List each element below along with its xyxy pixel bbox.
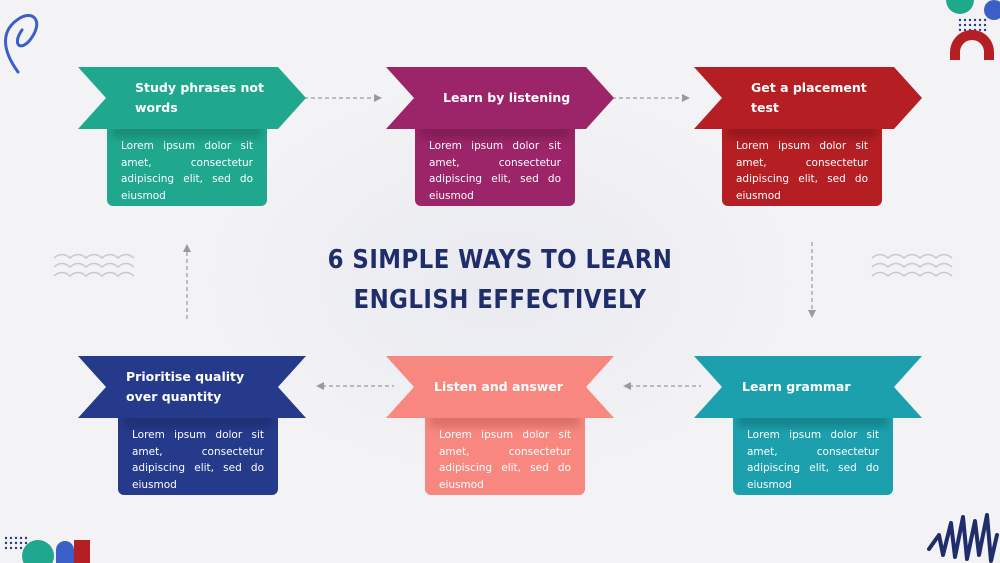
wave-decoration-left: [53, 253, 135, 277]
step-banner-2: Learn by listening: [386, 67, 614, 129]
step-description: Lorem ipsum dolor sit amet, consectetur …: [736, 140, 868, 202]
step-label: Study phrases not words: [135, 80, 264, 115]
title-line-1: 6 SIMPLE WAYS TO LEARN: [327, 245, 673, 275]
squiggle-decoration-top-left: [4, 14, 39, 74]
step-banner-6: Prioritise quality over quantity: [78, 356, 306, 418]
step-label: Learn by listening: [443, 90, 571, 105]
step-banner-1: Study phrases not words: [78, 67, 306, 129]
step-label: Prioritise quality over quantity: [126, 369, 245, 404]
connector-arrow-6-1: [183, 244, 191, 322]
step-card-6: Lorem ipsum dolor sit amet, consectetur …: [118, 405, 278, 495]
step-banner-5: Listen and answer: [386, 356, 614, 418]
connector-arrow-1-2: [304, 94, 382, 102]
step-label: Listen and answer: [434, 379, 563, 394]
title-line-2: ENGLISH EFFECTIVELY: [353, 285, 647, 315]
connector-arrow-2-3: [612, 94, 690, 102]
connector-arrow-5-6: [316, 382, 394, 390]
wave-decoration-right: [871, 253, 953, 277]
shapes-decoration-top-right: [946, 0, 1000, 60]
step-card-3: Lorem ipsum dolor sit amet, consectetur …: [722, 116, 882, 206]
step-description: Lorem ipsum dolor sit amet, consectetur …: [429, 140, 561, 202]
step-description: Lorem ipsum dolor sit amet, consectetur …: [747, 429, 879, 491]
step-card-1: Lorem ipsum dolor sit amet, consectetur …: [107, 116, 267, 206]
connector-arrow-3-4: [808, 242, 816, 318]
step-card-2: Lorem ipsum dolor sit amet, consectetur …: [415, 116, 575, 206]
step-label: Learn grammar: [742, 379, 851, 394]
diagram-title: 6 SIMPLE WAYS TO LEARN ENGLISH EFFECTIVE…: [324, 240, 676, 320]
scribble-decoration-bottom-right: [927, 513, 999, 563]
connector-arrow-4-5: [623, 382, 701, 390]
step-card-5: Lorem ipsum dolor sit amet, consectetur …: [425, 405, 585, 495]
shapes-decoration-bottom-left: [4, 536, 90, 563]
step-description: Lorem ipsum dolor sit amet, consectetur …: [439, 429, 571, 491]
step-card-4: Lorem ipsum dolor sit amet, consectetur …: [733, 405, 893, 495]
step-banner-4: Learn grammar: [694, 356, 922, 418]
step-description: Lorem ipsum dolor sit amet, consectetur …: [132, 429, 264, 491]
step-banner-3: Get a placement test: [694, 67, 922, 129]
step-description: Lorem ipsum dolor sit amet, consectetur …: [121, 140, 253, 202]
step-label: Get a placement test: [751, 80, 867, 115]
